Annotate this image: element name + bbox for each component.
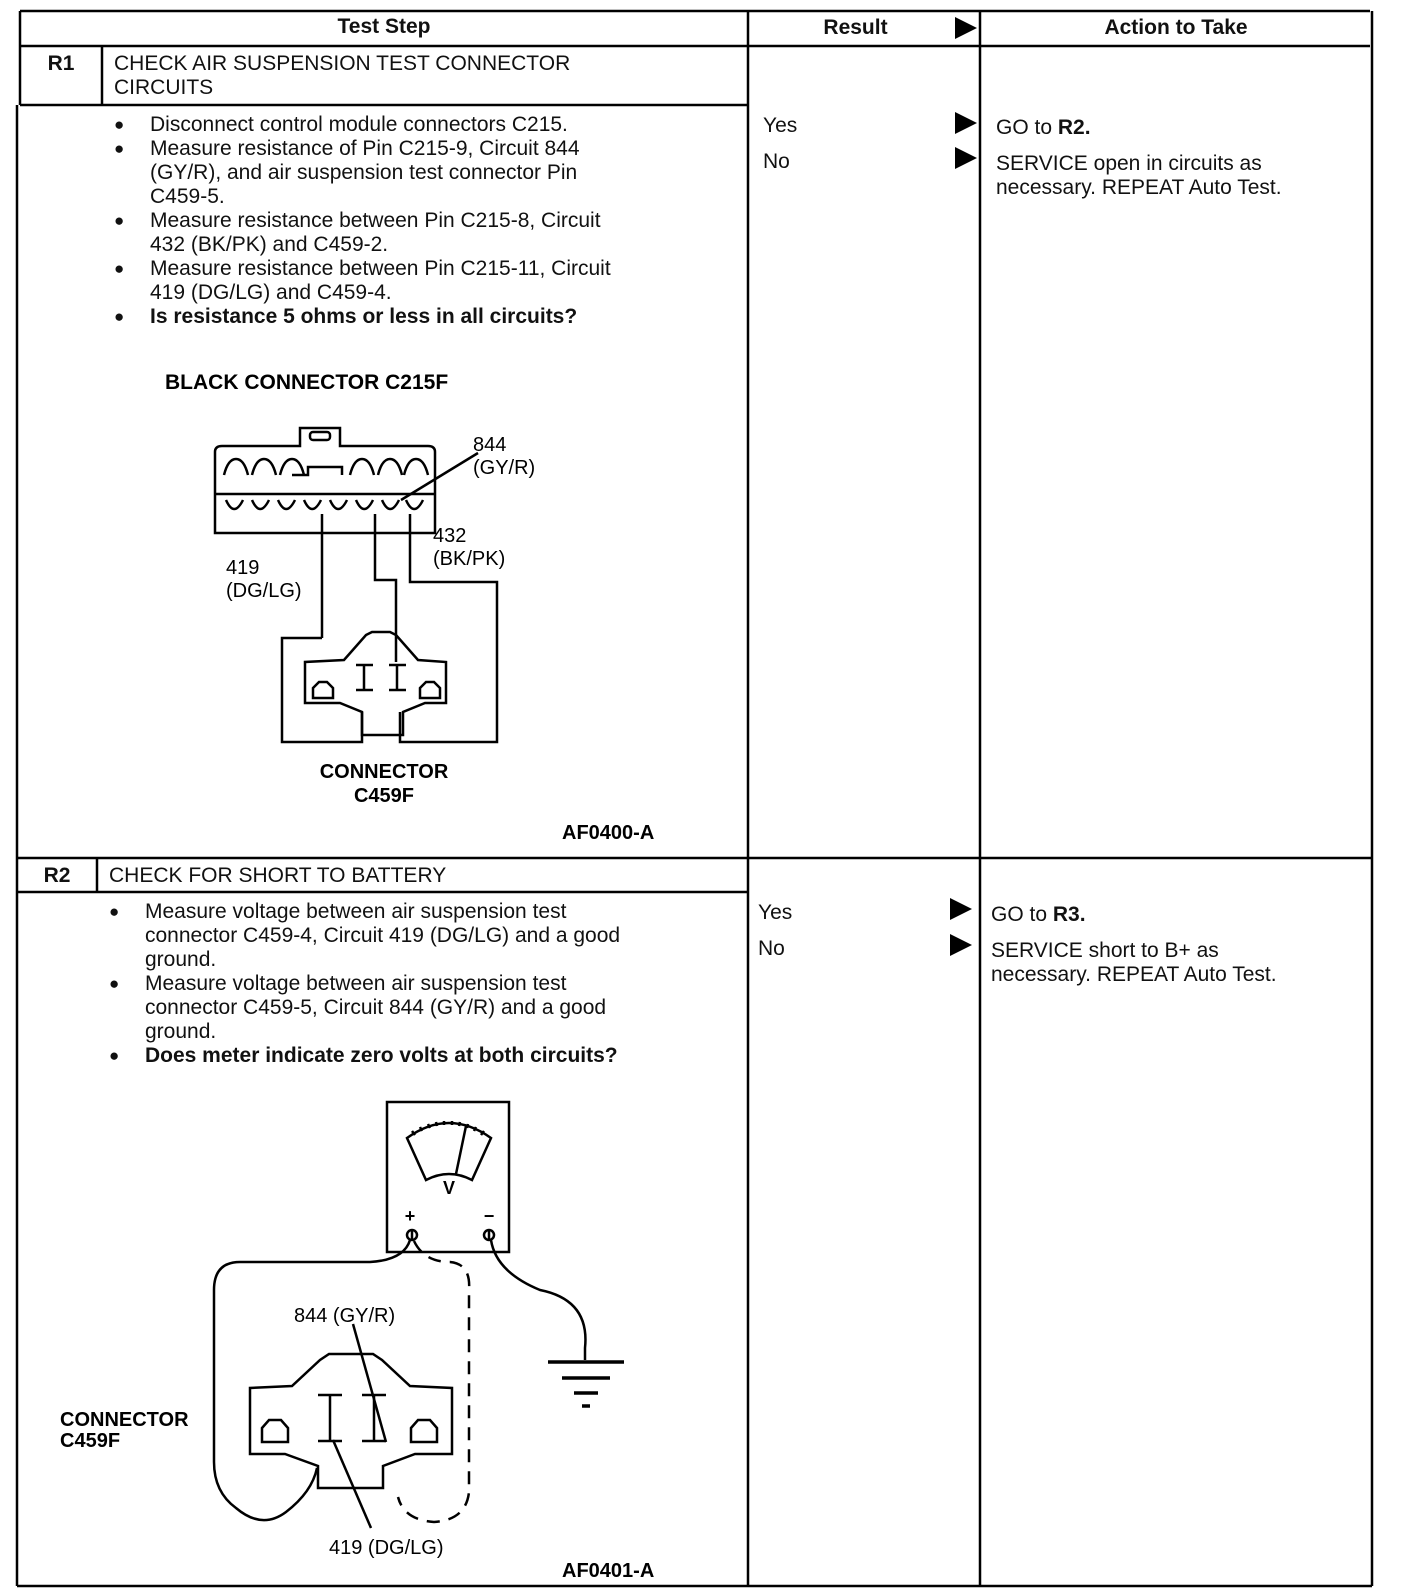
list-item: Disconnect control module connectors C21… [114, 113, 611, 137]
step-r1-id: R1 [47, 52, 75, 75]
step-r2-result-yes: Yes [758, 901, 793, 924]
step-r2-instructions: Measure voltage between air suspension t… [109, 900, 620, 1068]
step-r1-title-line2: CIRCUITS [114, 76, 214, 99]
list-item: Does meter indicate zero volts at both c… [109, 1044, 620, 1068]
arrow-right-icon [950, 934, 972, 956]
arrow-right-icon [950, 898, 972, 920]
list-item: Measure resistance of Pin C215-9, Circui… [114, 137, 611, 209]
step-r2-action-no-line1: SERVICE short to B+ as [991, 939, 1219, 962]
list-item: Is resistance 5 ohms or less in all circ… [114, 305, 611, 329]
step-r1-result-no: No [763, 150, 790, 173]
step-r2-title: CHECK FOR SHORT TO BATTERY [109, 864, 447, 887]
header-arrow-icon [955, 17, 977, 39]
step-r2-action-yes: GO to R3. [991, 903, 1086, 926]
step-r1-instructions: Disconnect control module connectors C21… [114, 113, 611, 329]
step-r1-action-no-line2: necessary. REPEAT Auto Test. [996, 176, 1282, 199]
header-result: Result [823, 16, 888, 39]
list-item: Measure voltage between air suspension t… [109, 900, 620, 972]
step-r1-title-line1: CHECK AIR SUSPENSION TEST CONNECTOR [114, 52, 571, 75]
list-item: Measure resistance between Pin C215-11, … [114, 257, 611, 305]
list-item: Measure voltage between air suspension t… [109, 972, 620, 1044]
step-r1-action-yes: GO to R2. [996, 116, 1091, 139]
step-r2-result-no: No [758, 937, 785, 960]
step-r2-action-no-line2: necessary. REPEAT Auto Test. [991, 963, 1277, 986]
arrow-right-icon [955, 112, 977, 134]
arrow-right-icon [955, 147, 977, 169]
header-action: Action to Take [1104, 16, 1248, 39]
list-item: Measure resistance between Pin C215-8, C… [114, 209, 611, 257]
step-r2-id: R2 [43, 864, 71, 887]
header-test-step: Test Step [337, 15, 431, 38]
step-r1-action-no-line1: SERVICE open in circuits as [996, 152, 1262, 175]
step-r1-result-yes: Yes [763, 114, 798, 137]
